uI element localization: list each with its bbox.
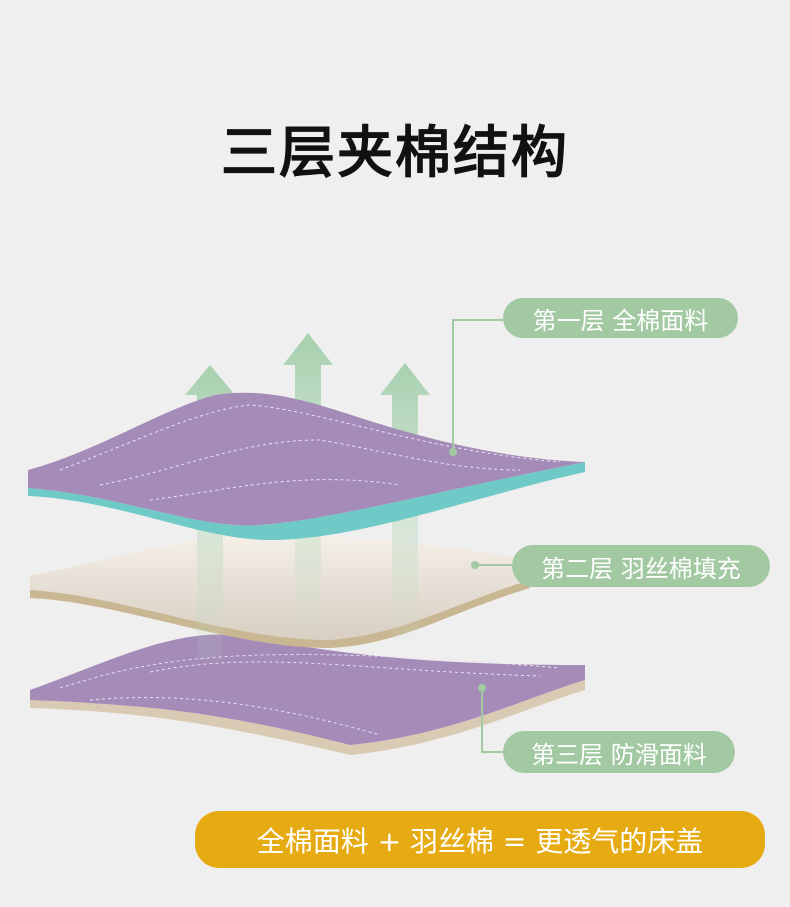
leader-dot xyxy=(478,684,486,692)
page-title: 三层夹棉结构 xyxy=(221,121,569,186)
leader-lines xyxy=(452,319,512,753)
layer-3-label: 第三层 防滑面料 xyxy=(503,731,735,773)
filling-layer xyxy=(30,535,530,648)
layer-1-label: 第一层 全棉面料 xyxy=(503,298,738,338)
top-fabric-layer xyxy=(28,392,585,540)
summary-banner: 全棉面料 + 羽丝棉 = 更透气的床盖 xyxy=(195,811,765,868)
bottom-fabric-layer xyxy=(30,634,585,755)
layer-2-label: 第二层 羽丝棉填充 xyxy=(512,545,770,587)
leader-dot xyxy=(449,448,457,456)
leader-dot xyxy=(471,561,479,569)
